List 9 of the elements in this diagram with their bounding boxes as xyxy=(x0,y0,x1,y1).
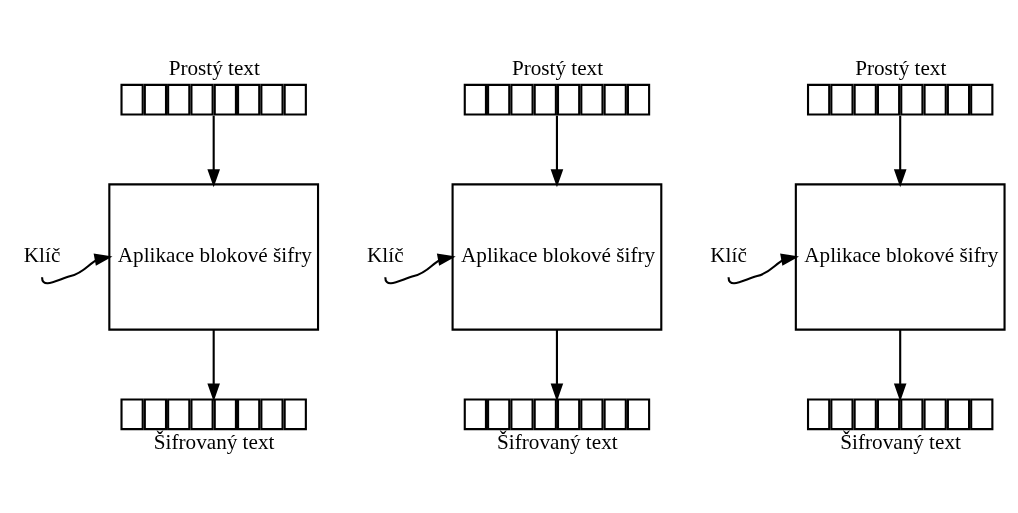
node-text: Klíč xyxy=(23,242,61,267)
node-label: Prostý text xyxy=(855,55,947,80)
node-label: Prostý text xyxy=(168,55,260,80)
node-label: Prostý text xyxy=(511,55,604,80)
node-label: Šifrovaný text xyxy=(497,429,618,454)
node-label: Šifrovaný text xyxy=(840,429,961,454)
node-label: Šifrovaný text xyxy=(153,429,275,454)
node-text: Klíč xyxy=(710,242,747,267)
node-text: Klíč xyxy=(367,242,404,267)
